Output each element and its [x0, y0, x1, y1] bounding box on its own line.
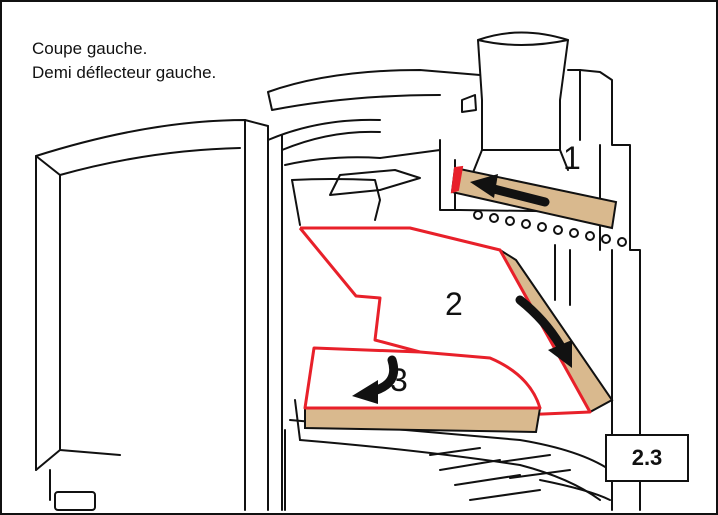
figure-label: 2.3 — [605, 434, 689, 482]
step-number-2: 2 — [445, 286, 463, 322]
deflector-plate-3 — [303, 346, 542, 434]
step-number-3: 3 — [390, 362, 408, 398]
stove-line-art — [35, 31, 641, 511]
arrow-slide-left-icon — [470, 174, 550, 207]
step-number-1: 1 — [563, 140, 581, 176]
arrow-curved-left-icon — [352, 355, 399, 404]
arrow-down-icon — [515, 295, 572, 368]
air-holes-row — [473, 210, 627, 247]
caption-line-1: Coupe gauche. — [32, 39, 148, 58]
caption-line-2: Demi déflecteur gauche. — [32, 63, 217, 82]
